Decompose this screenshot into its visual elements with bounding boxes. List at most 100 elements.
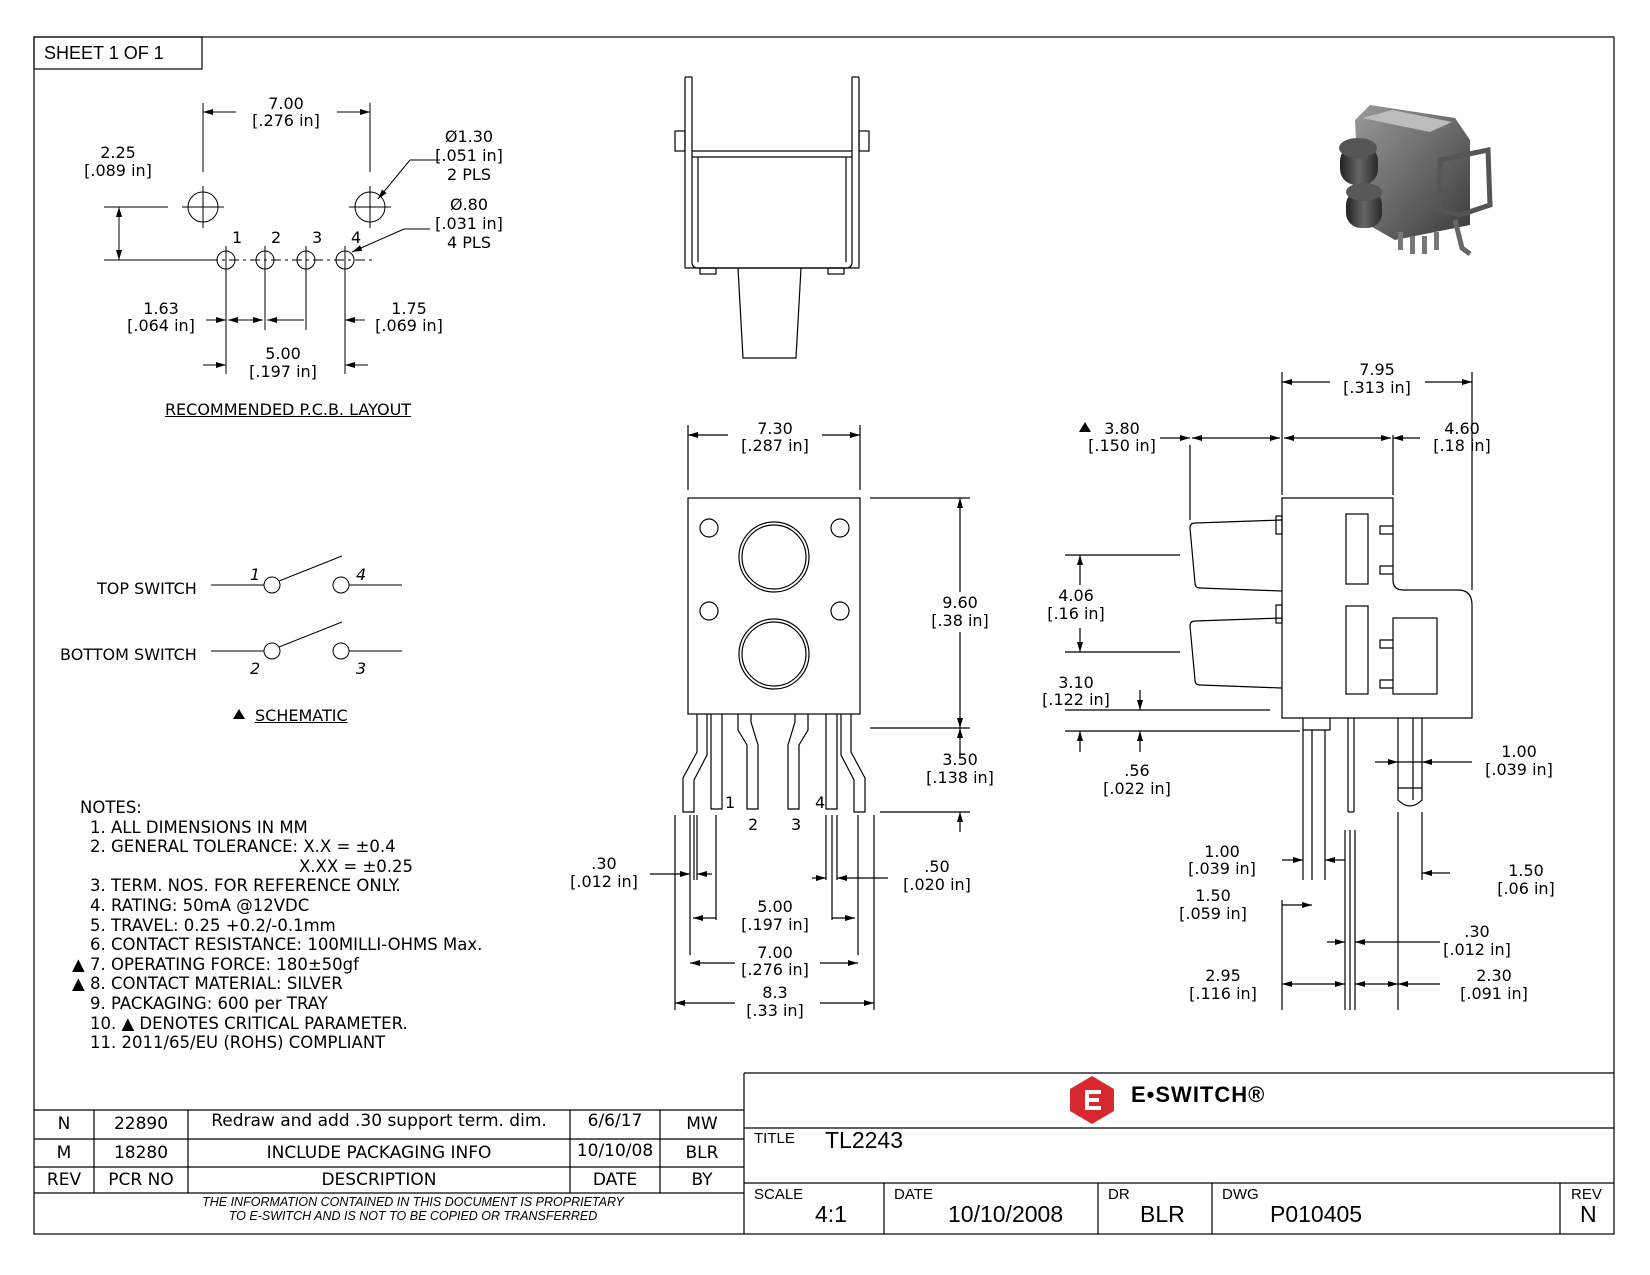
scale-value: 4:1 bbox=[815, 1201, 847, 1227]
drawing-number-label: DWG bbox=[1222, 1186, 1259, 1203]
front-dim-500-in: [.197 in] bbox=[741, 915, 809, 934]
side-dim-310: 3.10 bbox=[1058, 673, 1094, 692]
rev-header-desc: DESCRIPTION bbox=[321, 1170, 437, 1190]
scale-label: SCALE bbox=[754, 1186, 804, 1203]
side-dim-310-in: [.122 in] bbox=[1042, 690, 1110, 709]
rev-value: N bbox=[1580, 1201, 1597, 1227]
side-dim-030: .30 bbox=[1464, 922, 1490, 941]
side-dim-295-in: [.116 in] bbox=[1189, 984, 1257, 1003]
note-2: 2. GENERAL TOLERANCE: X.X = ±0.4 bbox=[90, 837, 396, 857]
note-6: 6. CONTACT RESISTANCE: 100MILLI-OHMS Max… bbox=[90, 935, 483, 955]
pcb-dim-080-in: [.031 in] bbox=[435, 214, 503, 233]
rev-row-1-rev: N bbox=[57, 1114, 71, 1134]
drawn-by-value: BLR bbox=[1140, 1201, 1185, 1227]
rev-row-1-pcr: 22890 bbox=[113, 1114, 169, 1134]
sheet-label-box bbox=[33, 36, 203, 70]
pcb-dim-130: Ø1.30 bbox=[444, 127, 494, 146]
rev-row-2-by: BLR bbox=[685, 1143, 719, 1163]
pcb-dim-225-in: [.089 in] bbox=[84, 161, 152, 180]
notes-heading: NOTES: bbox=[80, 798, 142, 817]
side-dim-380: 3.80 bbox=[1104, 419, 1140, 438]
pcb-dim-500-in: [.197 in] bbox=[249, 362, 317, 381]
schematic-term-2: 2 bbox=[250, 659, 261, 678]
sheet-border bbox=[33, 36, 1615, 1235]
note-10: 10. ▲ DENOTES CRITICAL PARAMETER. bbox=[90, 1013, 408, 1033]
revision-table bbox=[34, 1072, 1614, 1234]
pcb-pin-1: 1 bbox=[232, 228, 243, 247]
schematic-term-4: 4 bbox=[356, 565, 367, 584]
part-title: TL2243 bbox=[825, 1127, 904, 1153]
side-dim-056: .56 bbox=[1124, 761, 1150, 780]
drawing-number-value: P010405 bbox=[1270, 1201, 1363, 1227]
pcb-dim-7-in: [.276 in] bbox=[252, 111, 320, 130]
front-dim-030-in: [.012 in] bbox=[570, 872, 638, 891]
rev-row-2-date: 10/10/08 bbox=[576, 1141, 654, 1161]
brand-name: E•SWITCH® bbox=[1131, 1082, 1266, 1107]
side-dim-150-left-in: [.059 in] bbox=[1179, 904, 1247, 923]
side-dim-795: 7.95 bbox=[1359, 360, 1395, 379]
front-dim-height: 9.60 bbox=[942, 593, 978, 612]
front-pin-1: 1 bbox=[725, 793, 736, 812]
front-pin-4: 4 bbox=[815, 793, 826, 812]
pcb-pin-holes bbox=[216, 246, 355, 274]
pcb-dim-130-note: 2 PLS bbox=[447, 165, 491, 184]
side-dim-295: 2.95 bbox=[1205, 966, 1241, 985]
rev-row-1-by: MW bbox=[686, 1114, 718, 1134]
note-4: 4. RATING: 50mA @12VDC bbox=[90, 895, 310, 915]
side-view bbox=[1065, 372, 1473, 1010]
note-3: 3. TERM. NOS. FOR REFERENCE ONLY. bbox=[90, 876, 401, 896]
side-dim-380-in: [.150 in] bbox=[1088, 436, 1156, 455]
side-dim-100-right-in: [.039 in] bbox=[1485, 760, 1553, 779]
note-11: 11. 2011/65/EU (ROHS) COMPLIANT bbox=[90, 1033, 386, 1053]
rev-header-date: DATE bbox=[592, 1170, 638, 1190]
pcb-layout-title: RECOMMENDED P.C.B. LAYOUT bbox=[164, 400, 412, 419]
front-pin-2: 2 bbox=[748, 815, 759, 834]
pcb-dim-080: Ø.80 bbox=[449, 195, 489, 214]
rev-row-2-pcr: 18280 bbox=[113, 1143, 169, 1163]
side-dim-460: 4.60 bbox=[1444, 419, 1480, 438]
side-dim-230: 2.30 bbox=[1476, 966, 1512, 985]
pcb-pin-4: 4 bbox=[351, 228, 362, 247]
pcb-dim-163: 1.63 bbox=[143, 299, 179, 318]
schematic-term-3: 3 bbox=[356, 659, 367, 678]
pcb-dim-163-in: [.064 in] bbox=[127, 316, 195, 335]
front-dim-width-in: [.287 in] bbox=[741, 436, 809, 455]
rev-header-by: BY bbox=[691, 1170, 713, 1190]
front-dim-83-in: [.33 in] bbox=[746, 1001, 804, 1020]
side-dim-795-in: [.313 in] bbox=[1343, 378, 1411, 397]
rev-header-rev: REV bbox=[46, 1170, 82, 1190]
title-label: TITLE bbox=[754, 1130, 795, 1147]
note-1: 1. ALL DIMENSIONS IN MM bbox=[90, 817, 308, 837]
sheet-label: SHEET 1 OF 1 bbox=[44, 43, 164, 63]
date-value: 10/10/2008 bbox=[948, 1201, 1064, 1227]
pcb-pin-3: 3 bbox=[312, 228, 323, 247]
side-dim-460-in: [.18 in] bbox=[1433, 436, 1491, 455]
rev-row-2-rev: M bbox=[56, 1143, 72, 1163]
critical-marker: ▲ bbox=[72, 974, 85, 994]
note-7: 7. OPERATING FORCE: 180±50gf bbox=[90, 954, 359, 974]
note-2-xxx: X.XX = ±0.25 bbox=[299, 856, 414, 876]
side-dim-056-in: [.022 in] bbox=[1103, 779, 1171, 798]
front-dim-500: 5.00 bbox=[757, 897, 793, 916]
critical-marker: ▲ bbox=[72, 954, 85, 974]
side-dim-150-right: 1.50 bbox=[1508, 861, 1544, 880]
side-dim-100-right: 1.00 bbox=[1501, 742, 1537, 761]
pcb-dim-500: 5.00 bbox=[265, 344, 301, 363]
side-dim-100-left: 1.00 bbox=[1204, 842, 1240, 861]
proprietary-line-1: THE INFORMATION CONTAINED IN THIS DOCUME… bbox=[202, 1195, 624, 1209]
proprietary-line-2: TO E-SWITCH AND IS NOT TO BE COPIED OR T… bbox=[228, 1209, 598, 1223]
note-9: 9. PACKAGING: 600 per TRAY bbox=[90, 993, 328, 1013]
rev-label: REV bbox=[1571, 1186, 1602, 1203]
side-dim-030-in: [.012 in] bbox=[1443, 940, 1511, 959]
side-dim-150-left: 1.50 bbox=[1195, 886, 1231, 905]
front-top-view bbox=[674, 76, 870, 359]
rev-row-1-date: 6/6/17 bbox=[587, 1111, 643, 1131]
pcb-dim-080-note: 4 PLS bbox=[447, 233, 491, 252]
pcb-layout bbox=[104, 103, 440, 374]
front-dim-700-in: [.276 in] bbox=[741, 960, 809, 979]
front-dim-leg: 3.50 bbox=[942, 750, 978, 769]
front-dim-leg-in: [.138 in] bbox=[926, 768, 994, 787]
rev-header-pcr: PCR NO bbox=[108, 1170, 174, 1190]
pcb-dim-225: 2.25 bbox=[100, 143, 136, 162]
pcb-pin-2: 2 bbox=[271, 228, 282, 247]
